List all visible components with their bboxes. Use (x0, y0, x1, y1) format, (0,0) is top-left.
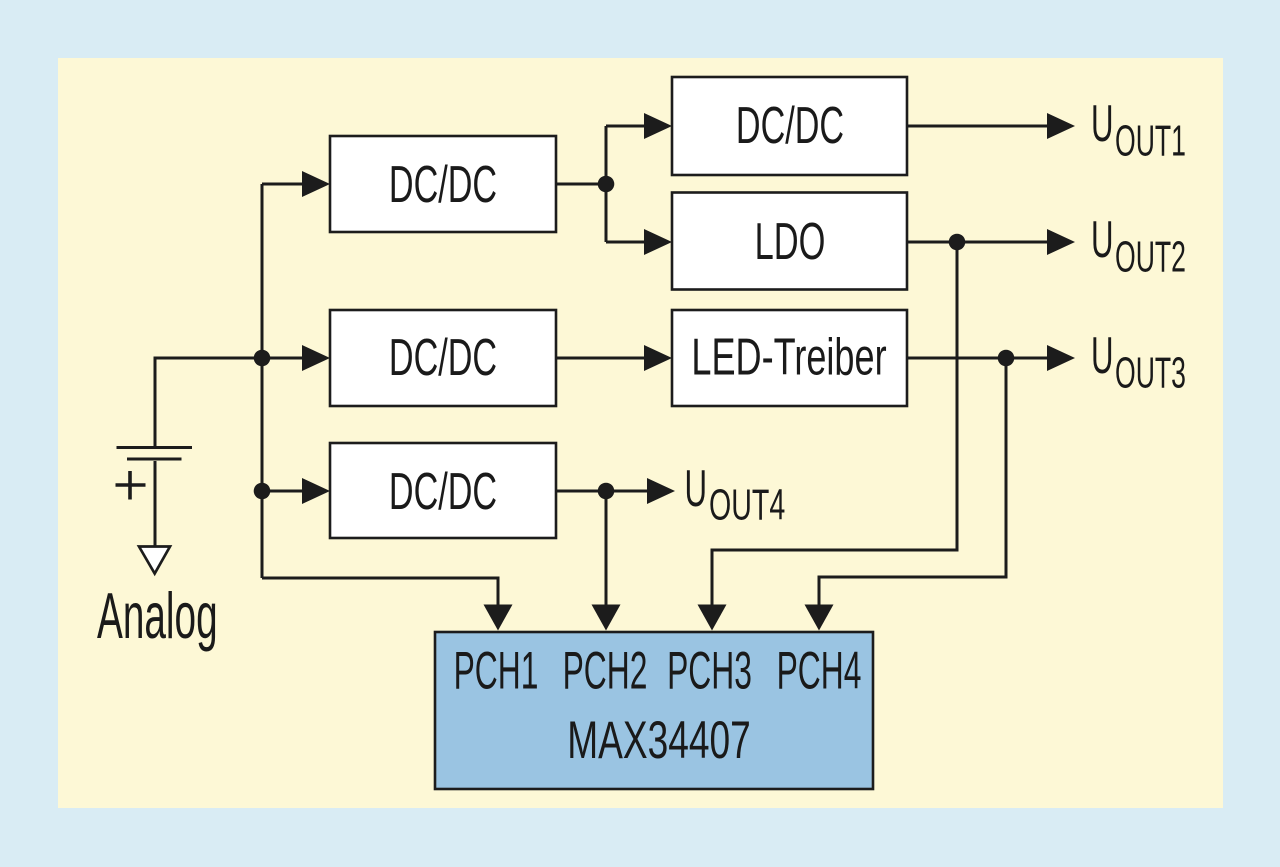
svg-text:Analog: Analog (97, 581, 218, 653)
svg-text:MAX34407: MAX34407 (567, 710, 751, 769)
svg-text:OUT3: OUT3 (1115, 348, 1186, 398)
svg-text:PCH2: PCH2 (563, 641, 648, 700)
svg-text:U: U (685, 460, 708, 518)
svg-text:LED-Treiber: LED-Treiber (691, 328, 886, 386)
svg-text:OUT1: OUT1 (1115, 116, 1186, 166)
svg-text:DC/DC: DC/DC (389, 156, 497, 214)
svg-text:U: U (1091, 211, 1114, 269)
svg-text:DC/DC: DC/DC (736, 97, 844, 155)
svg-text:DC/DC: DC/DC (389, 329, 497, 387)
svg-text:PCH4: PCH4 (777, 641, 862, 700)
svg-text:PCH1: PCH1 (454, 641, 539, 700)
svg-text:U: U (1091, 327, 1114, 385)
svg-text:OUT4: OUT4 (709, 479, 785, 529)
svg-text:PCH3: PCH3 (667, 641, 752, 700)
svg-text:DC/DC: DC/DC (389, 463, 497, 521)
svg-text:U: U (1091, 95, 1114, 153)
svg-text:OUT2: OUT2 (1115, 232, 1186, 282)
svg-text:LDO: LDO (755, 213, 826, 271)
